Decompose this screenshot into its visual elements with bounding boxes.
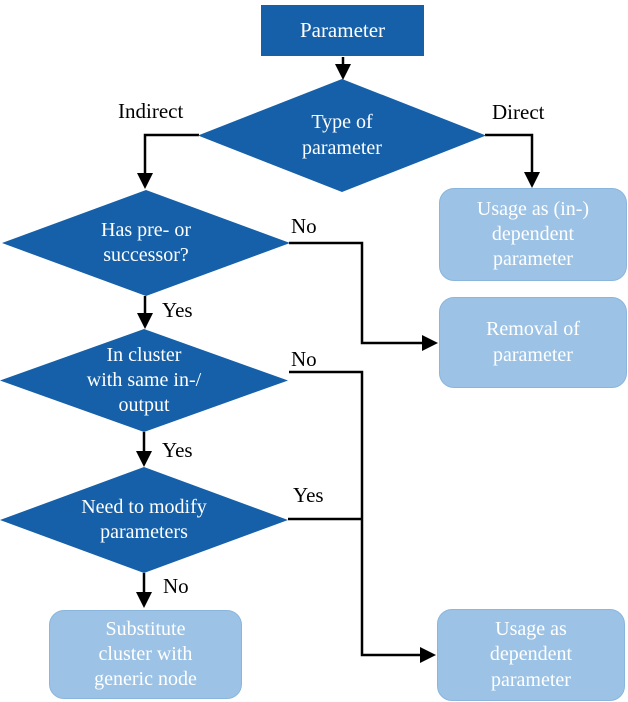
edge-label-direct: Direct bbox=[492, 100, 545, 124]
node-usage-in-dependent: Usage as (in-) dependent parameter bbox=[439, 188, 627, 281]
arrowhead bbox=[524, 172, 540, 188]
edge-indirect-line bbox=[143, 133, 199, 174]
edge-label-indirect: Indirect bbox=[118, 99, 184, 123]
node-removal: Removal of parameter bbox=[439, 297, 627, 388]
arrowhead bbox=[422, 335, 438, 351]
edge-direct-line bbox=[485, 133, 534, 173]
edge-label-no-in-cluster: No bbox=[291, 347, 317, 371]
arrowhead bbox=[137, 173, 153, 189]
edge-label-no-need-modify: No bbox=[163, 574, 189, 598]
arrowhead bbox=[136, 592, 152, 608]
edge-no-haspre-line bbox=[289, 241, 423, 345]
node-substitute: Substitute cluster with generic node bbox=[49, 610, 242, 699]
edge-no-incluster-line bbox=[289, 370, 421, 657]
arrowhead bbox=[420, 647, 436, 663]
edge-label-yes-in-cluster: Yes bbox=[162, 438, 193, 462]
arrowhead bbox=[137, 313, 153, 329]
edge-label-yes-need-modify: Yes bbox=[293, 483, 324, 507]
arrowhead bbox=[136, 451, 152, 467]
edge-label-yes-has-pre: Yes bbox=[162, 298, 193, 322]
node-parameter: Parameter bbox=[261, 5, 424, 56]
node-usage-dependent: Usage as dependent parameter bbox=[437, 609, 625, 701]
arrowhead bbox=[335, 64, 351, 80]
edge-label-no-has-pre: No bbox=[291, 214, 317, 238]
